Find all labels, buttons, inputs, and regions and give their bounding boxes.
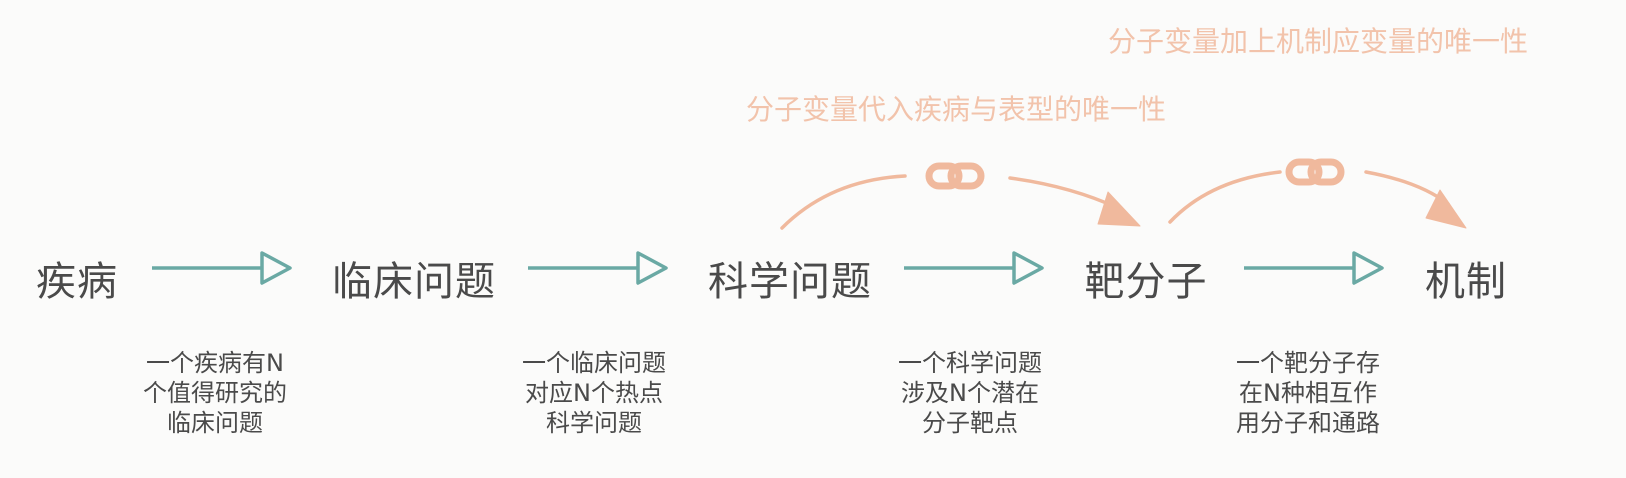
node-scientific-question: 科学问题 [708,259,872,305]
description-line: 一个疾病有N [146,349,284,377]
step-description-3: 一个科学问题 涉及N个潜在 分子靶点 [860,348,1080,438]
node-disease: 疾病 [36,259,118,305]
description-line: 个值得研究的 [143,379,287,407]
chain-link-icon [925,162,985,190]
description-line: 科学问题 [546,409,642,437]
right-arrow-icon [528,251,668,285]
link-arc-1 [780,174,1141,230]
step-description-1: 一个疾病有N 个值得研究的 临床问题 [105,348,325,438]
step-description-4: 一个靶分子存 在N种相互作 用分子和通路 [1198,348,1418,438]
step-description-2: 一个临床问题 对应N个热点 科学问题 [484,348,704,438]
description-line: 分子靶点 [922,409,1018,437]
right-arrow-icon [152,251,292,285]
right-arrow-icon [1244,251,1384,285]
description-line: 对应N个热点 [525,379,663,407]
description-line: 涉及N个潜在 [901,379,1039,407]
description-line: 在N种相互作 [1239,379,1377,407]
link-arc-2 [1168,170,1467,229]
description-line: 一个靶分子存 [1236,349,1380,377]
description-line: 临床问题 [167,409,263,437]
description-line: 一个临床问题 [522,349,666,377]
chain-link-icon [1285,158,1345,186]
right-arrow-icon [904,251,1044,285]
node-clinical-question: 临床问题 [332,259,496,305]
link-caption-1: 分子变量代入疾病与表型的唯一性 [746,93,1167,126]
node-mechanism: 机制 [1425,259,1507,305]
link-caption-2: 分子变量加上机制应变量的唯一性 [1108,25,1529,58]
description-line: 用分子和通路 [1236,409,1380,437]
node-target-molecule: 靶分子 [1084,259,1208,305]
description-line: 一个科学问题 [898,349,1042,377]
